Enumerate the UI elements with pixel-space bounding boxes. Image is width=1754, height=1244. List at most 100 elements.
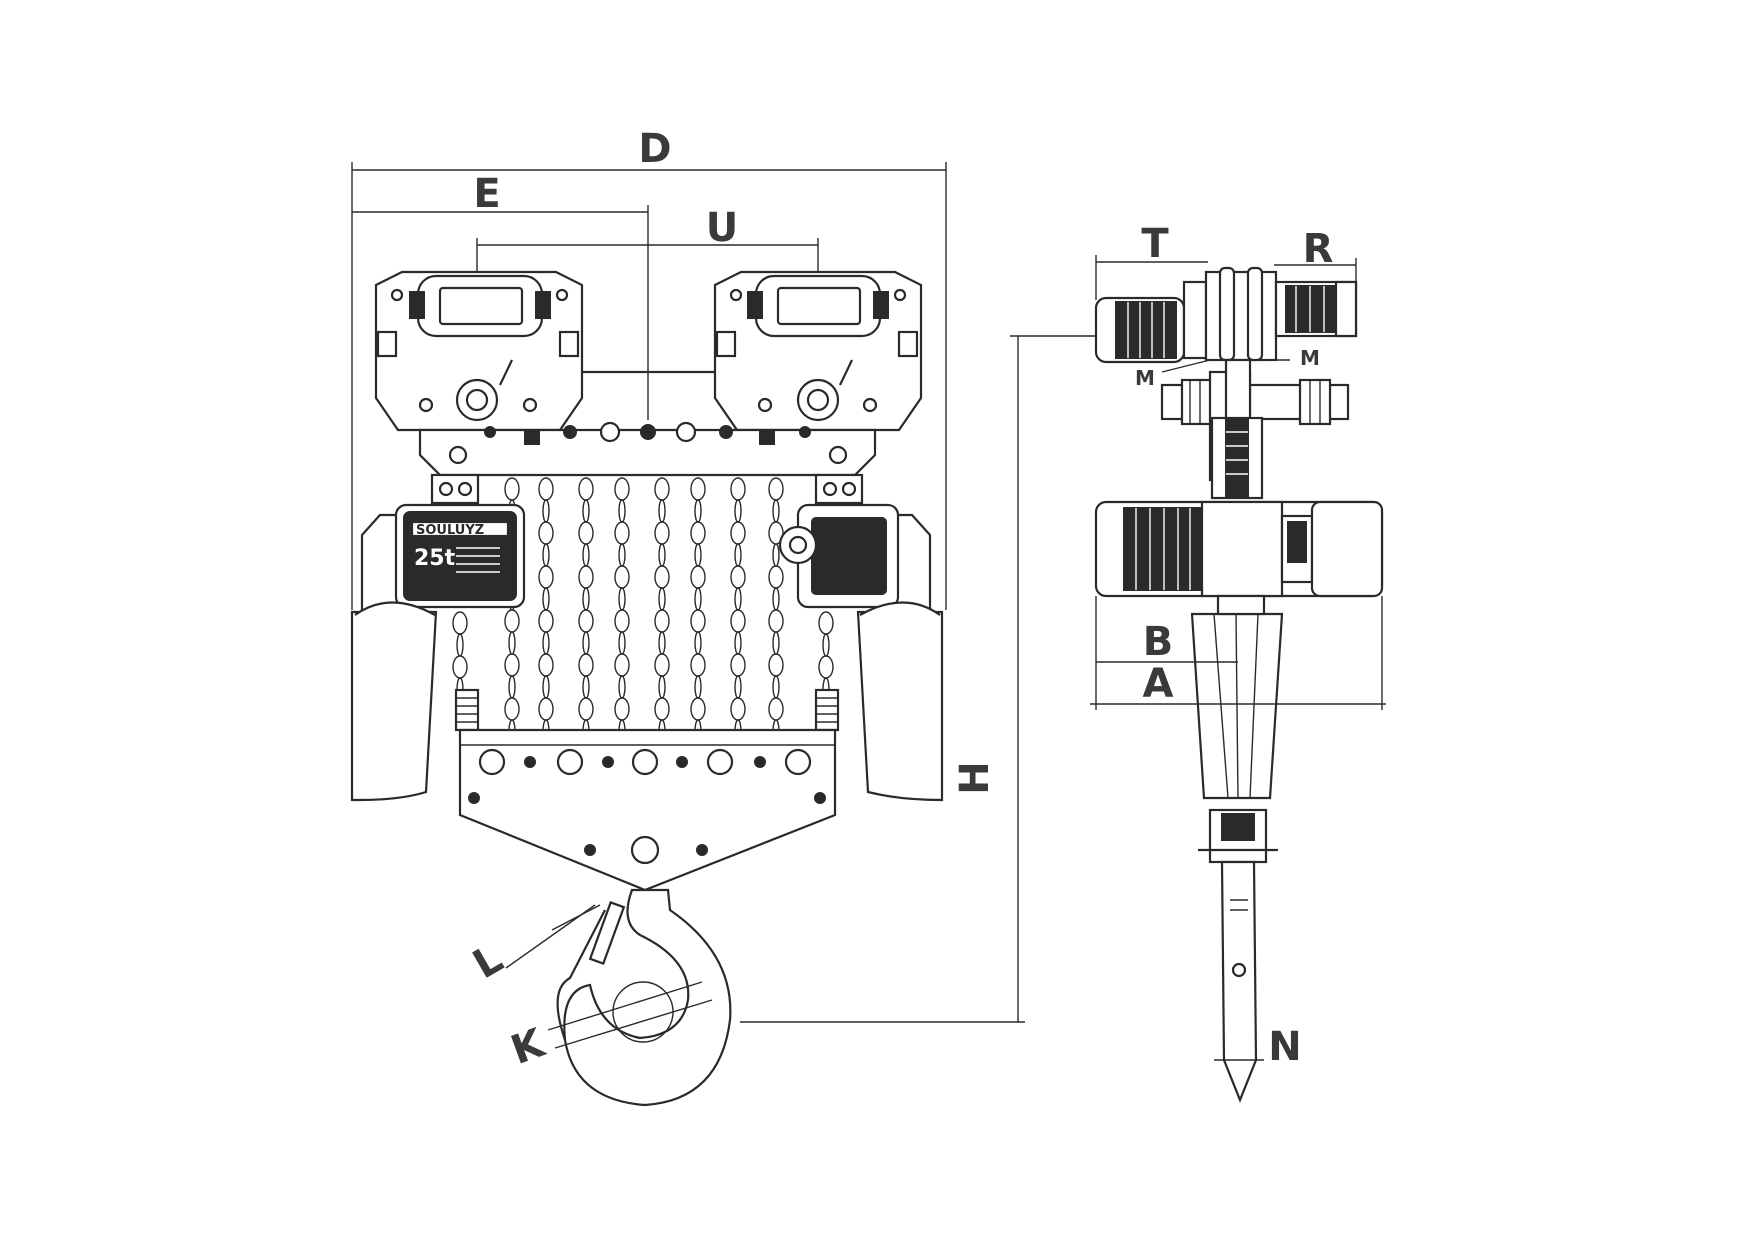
side-bottom-block — [1198, 808, 1278, 1103]
chain-link — [542, 587, 550, 611]
chain-link — [734, 499, 742, 523]
chain-link — [614, 609, 630, 633]
chain-link — [768, 697, 784, 721]
chain-bag-right — [856, 601, 944, 802]
chain-link — [694, 587, 702, 611]
chain-link — [694, 675, 702, 699]
chain-link — [538, 477, 554, 501]
right-hoist-motor — [778, 503, 932, 614]
dimension-label-b: B — [1143, 619, 1174, 665]
chain-link — [508, 631, 516, 655]
chain-link — [772, 587, 780, 611]
chain-link — [768, 565, 784, 589]
chain-link — [822, 633, 830, 657]
dimension-h: H — [740, 335, 1100, 1023]
chain-link — [618, 587, 626, 611]
chain-link — [768, 653, 784, 677]
chain-link — [578, 565, 594, 589]
chain-link — [578, 653, 594, 677]
chain-link — [772, 499, 780, 523]
dimension-label-r: R — [1303, 226, 1334, 272]
chain-link — [542, 543, 550, 567]
dimension-r: R — [1274, 226, 1357, 300]
chain-link — [582, 587, 590, 611]
chain-link — [734, 675, 742, 699]
chain-link — [504, 609, 520, 633]
nameplate-capacity: 25t — [414, 546, 456, 571]
chain-link — [614, 477, 630, 501]
dimension-label-a: A — [1143, 661, 1174, 707]
chain-link — [730, 521, 746, 545]
dimension-m: M M — [1135, 346, 1320, 390]
chain-link — [538, 697, 554, 721]
chain-link — [582, 675, 590, 699]
dimension-label-k: K — [505, 1019, 552, 1074]
chain-link — [582, 499, 590, 523]
dimension-label-d: D — [638, 126, 671, 172]
chain-link — [734, 587, 742, 611]
chain-link — [690, 697, 706, 721]
dimension-d: D — [351, 126, 947, 610]
chain-link — [614, 697, 630, 721]
dimension-l: L — [465, 904, 601, 988]
chain-link — [658, 543, 666, 567]
chain-link — [730, 565, 746, 589]
front-view: D E U — [350, 126, 1100, 1107]
dimension-a: A — [1090, 596, 1386, 710]
chain-link — [730, 477, 746, 501]
chain-link — [654, 653, 670, 677]
side-chain-block — [1210, 416, 1264, 500]
chain-link — [504, 477, 520, 501]
chain-link — [618, 631, 626, 655]
chain-link — [614, 653, 630, 677]
side-chain-bag — [1190, 594, 1284, 800]
chain-link — [768, 477, 784, 501]
side-view: T R — [1090, 221, 1386, 1103]
chain-link — [694, 543, 702, 567]
chain-link — [582, 543, 590, 567]
chain-link — [658, 675, 666, 699]
chain-link — [542, 499, 550, 523]
dimension-label-h: H — [952, 761, 998, 794]
chain-link — [582, 631, 590, 655]
chain-link — [734, 631, 742, 655]
chain-link — [654, 477, 670, 501]
chain-link — [772, 675, 780, 699]
left-hoist-motor: SOULUYZ 25t — [360, 503, 526, 614]
chain-link — [452, 655, 468, 679]
chain-link — [542, 631, 550, 655]
dimension-label-u: U — [706, 205, 738, 251]
trolley-left — [374, 270, 584, 432]
chain-link — [772, 631, 780, 655]
chain-link — [504, 697, 520, 721]
chain-link — [614, 521, 630, 545]
chain-link — [690, 653, 706, 677]
chain-link — [538, 521, 554, 545]
chain-link — [654, 697, 670, 721]
chain-link — [690, 477, 706, 501]
dimension-label-e: E — [473, 171, 500, 217]
chain-link — [730, 653, 746, 677]
chain-link — [618, 675, 626, 699]
chain-link — [658, 587, 666, 611]
chain-link — [818, 655, 834, 679]
chain-link — [690, 521, 706, 545]
chain-link — [508, 675, 516, 699]
chain-link — [654, 521, 670, 545]
chain-link — [614, 565, 630, 589]
chain-link — [578, 609, 594, 633]
chain-link — [734, 543, 742, 567]
dimension-t: T — [1095, 221, 1208, 300]
travel-motor — [1094, 280, 1208, 364]
chain-link — [578, 521, 594, 545]
chain-link — [618, 543, 626, 567]
dimension-e: E — [352, 171, 649, 420]
chain-link — [538, 565, 554, 589]
chain-link — [654, 565, 670, 589]
chain-link — [694, 631, 702, 655]
chain-link — [690, 609, 706, 633]
trolley-side-frame — [1204, 266, 1358, 362]
chain-link — [658, 631, 666, 655]
